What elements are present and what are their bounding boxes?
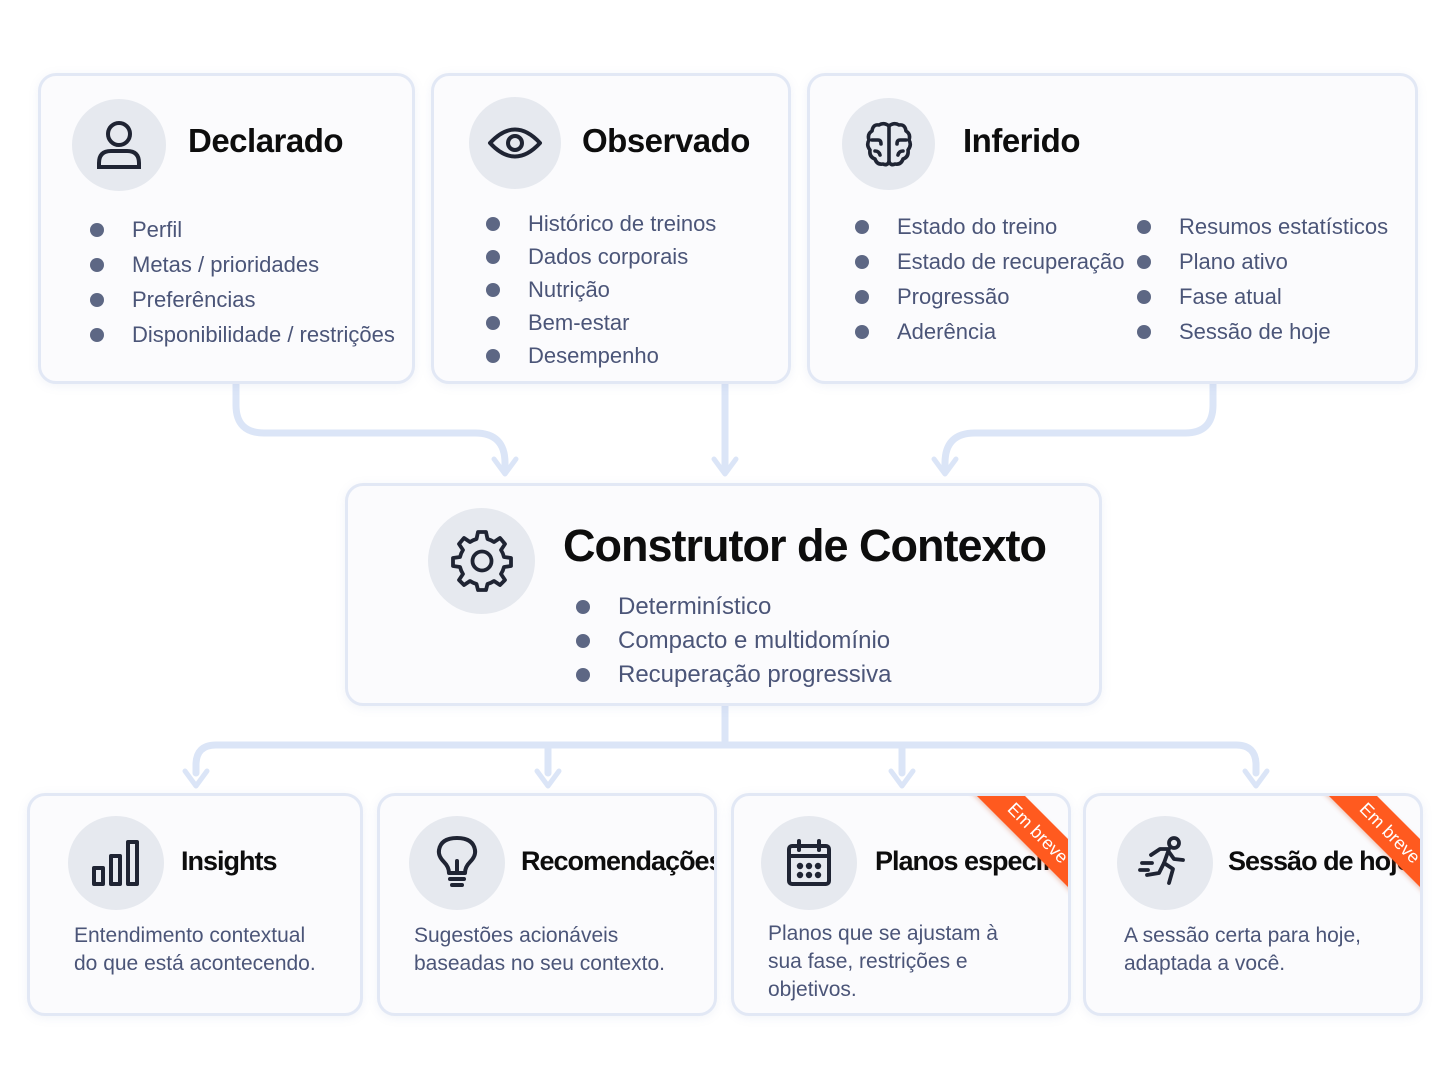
- arrowhead-recomendacoes: [534, 768, 562, 789]
- running-person-icon-badge: [1117, 816, 1213, 910]
- card-planos-especificos: Planos específicos Planos que se ajustam…: [731, 793, 1071, 1016]
- list-item: Plano ativo: [1136, 244, 1388, 279]
- card-sessao-de-hoje: Sessão de hoje A sessão certa para hoje,…: [1083, 793, 1423, 1016]
- list-item: Resumos estatísticos: [1136, 209, 1388, 244]
- card-title: Inferido: [963, 122, 1081, 159]
- eye-icon-badge: [469, 97, 561, 189]
- lightbulb-icon-badge: [409, 816, 505, 910]
- list-item: Perfil: [90, 212, 395, 247]
- list-item: Determinístico: [575, 590, 891, 624]
- gear-icon: [450, 530, 513, 592]
- list-item: Disponibilidade / restrições: [90, 317, 395, 352]
- card-title: Recomendações: [521, 846, 717, 876]
- list-item: Estado de recuperação: [855, 244, 1125, 279]
- connector-declarado-to-builder: [232, 380, 509, 474]
- bullet-list: Histórico de treinos Dados corporais Nut…: [485, 207, 716, 372]
- list-item: Dados corporais: [485, 240, 716, 273]
- user-icon: [97, 121, 141, 169]
- list-item: Estado do treino: [855, 209, 1125, 244]
- card-title: Sessão de hoje: [1228, 846, 1412, 876]
- list-item: Compacto e multidomínio: [575, 624, 891, 658]
- bullet-list-left: Estado do treino Estado de recuperação P…: [855, 209, 1125, 349]
- card-inferido: Inferido Estado do treino Estado de recu…: [807, 73, 1418, 384]
- card-observado: Observado Histórico de treinos Dados cor…: [431, 73, 791, 384]
- running-person-icon: [1138, 836, 1185, 885]
- calendar-icon-badge: [761, 816, 857, 910]
- bullet-list-right: Resumos estatísticos Plano ativo Fase at…: [1136, 209, 1388, 349]
- arrowhead-declarado: [491, 456, 519, 477]
- lightbulb-icon: [436, 836, 478, 887]
- calendar-icon: [787, 839, 831, 886]
- arrowhead-inferido: [931, 456, 959, 477]
- card-description: Sugestões acionáveis baseadas no seu con…: [414, 924, 666, 975]
- list-item: Bem-estar: [485, 306, 716, 339]
- arrowhead-observado: [711, 456, 739, 477]
- card-description: A sessão certa para hoje, adaptada a voc…: [1124, 924, 1361, 975]
- list-item: Fase atual: [1136, 279, 1388, 314]
- arrowhead-planos: [888, 768, 916, 789]
- gear-icon-badge: [428, 508, 535, 614]
- list-item: Preferências: [90, 282, 395, 317]
- bar-chart-icon-badge: [68, 816, 164, 910]
- connector-inferido-to-builder: [941, 380, 1217, 474]
- list-item: Progressão: [855, 279, 1125, 314]
- card-title: Insights: [181, 846, 278, 876]
- eye-icon: [488, 127, 542, 159]
- bar-chart-icon: [92, 840, 139, 886]
- list-item: Recuperação progressiva: [575, 658, 891, 692]
- card-recomendacoes: Recomendações Sugestões acionáveis basea…: [377, 793, 717, 1016]
- card-title: Declarado: [188, 122, 344, 159]
- card-declarado: Declarado Perfil Metas / prioridades Pre…: [38, 73, 415, 384]
- brain-icon: [865, 121, 912, 167]
- user-icon-badge: [72, 99, 166, 191]
- builder-title: Construtor de Contexto: [563, 520, 1047, 571]
- card-title: Observado: [582, 122, 750, 159]
- connector-output-bar: [192, 741, 1260, 777]
- list-item: Sessão de hoje: [1136, 314, 1388, 349]
- arrowhead-sessao: [1242, 768, 1270, 789]
- arrowhead-insights: [182, 768, 210, 789]
- bullet-list: Perfil Metas / prioridades Preferências …: [90, 212, 395, 352]
- card-description: Planos que se ajustam à sua fase, restri…: [768, 922, 998, 1001]
- list-item: Nutrição: [485, 273, 716, 306]
- card-description: Entendimento contextual do que está acon…: [74, 924, 316, 975]
- card-construtor-de-contexto: Construtor de Contexto Determinístico Co…: [345, 483, 1102, 706]
- list-item: Desempenho: [485, 339, 716, 372]
- bullet-list: Determinístico Compacto e multidomínio R…: [575, 590, 891, 692]
- list-item: Aderência: [855, 314, 1125, 349]
- list-item: Histórico de treinos: [485, 207, 716, 240]
- list-item: Metas / prioridades: [90, 247, 395, 282]
- card-insights: Insights Entendimento contextual do que …: [27, 793, 363, 1016]
- brain-icon-badge: [842, 98, 935, 190]
